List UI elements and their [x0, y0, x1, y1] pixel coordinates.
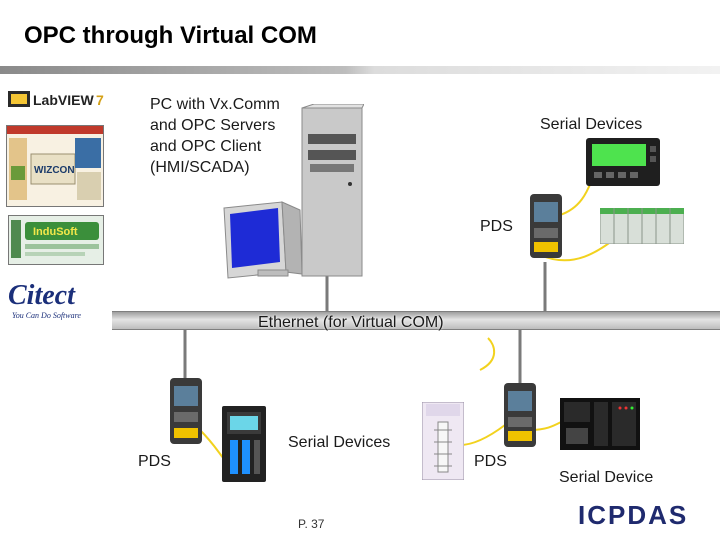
- pds-module-top: [528, 194, 564, 258]
- icpdas-text: ICPDAS: [578, 500, 688, 530]
- title-underline: [0, 66, 720, 74]
- ethernet-bus: [112, 311, 720, 330]
- pds-module-left: [166, 378, 206, 444]
- pc-label-line-3: and OPC Client: [150, 138, 262, 155]
- wizcon-text: WIZCON: [34, 165, 75, 176]
- pds-top-label: PDS: [480, 218, 513, 235]
- meter-device: [422, 402, 464, 480]
- labview-version: 7: [96, 92, 104, 108]
- wizcon-box: WIZCON: [6, 125, 104, 207]
- pc-label-line-2: and OPC Servers: [150, 117, 276, 134]
- panel-display-device: [586, 138, 660, 186]
- page-number: P. 37: [298, 517, 325, 531]
- pc-description: PC with Vx.Comm and OPC Servers and OPC …: [150, 94, 280, 178]
- pc-label-line-4: (HMI/SCADA): [150, 159, 250, 176]
- labview-text: LabVIEW: [33, 92, 94, 108]
- serial-devices-mid-label: Serial Devices: [288, 434, 391, 451]
- icpdas-logo: ICPDAS: [576, 498, 716, 530]
- indusoft-text: InduSoft: [33, 226, 78, 238]
- plc-controller-device: [560, 398, 640, 450]
- plc-rack-device: [600, 208, 684, 244]
- pds-left-label: PDS: [138, 453, 171, 470]
- pds-module-right: [500, 383, 540, 447]
- pc-workstation: [222, 104, 364, 280]
- slide-title: OPC through Virtual COM: [24, 22, 317, 49]
- serial-devices-top-label: Serial Devices: [540, 116, 643, 133]
- citect-text: Citect: [8, 280, 76, 311]
- citect-tagline: You Can Do Software: [12, 311, 81, 320]
- serial-device-right-label: Serial Device: [559, 469, 654, 486]
- ethernet-label: Ethernet (for Virtual COM): [258, 314, 444, 331]
- pc-label-line-1: PC with Vx.Comm: [150, 96, 280, 113]
- labview-logo: LabVIEW 7: [8, 88, 106, 110]
- controller-device: [222, 406, 266, 482]
- indusoft-box: InduSoft: [8, 215, 104, 265]
- pds-right-label: PDS: [474, 453, 507, 470]
- citect-logo: Citect You Can Do Software: [6, 276, 104, 322]
